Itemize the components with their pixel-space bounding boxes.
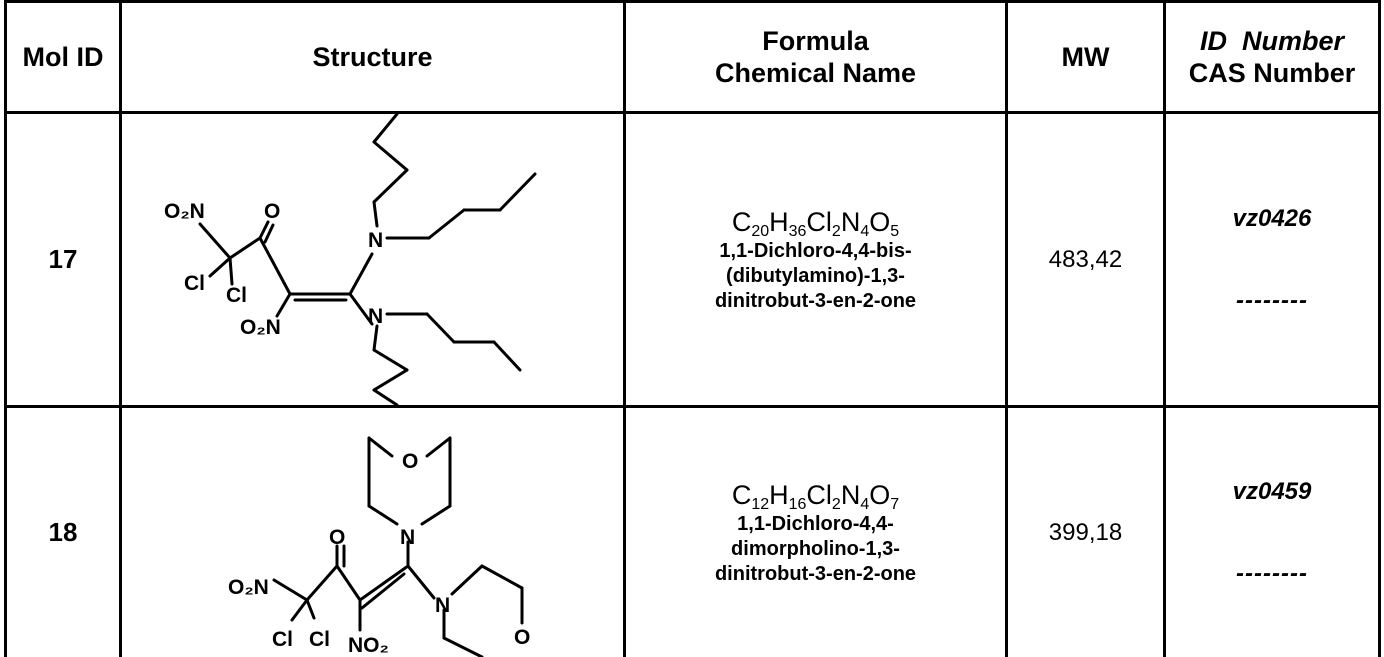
svg-text:O: O: [329, 526, 345, 549]
col-divider-2: [623, 0, 626, 657]
row-18-structure: O N O O₂N Cl Cl NO₂ N O: [228, 436, 530, 657]
row-18-id-number: vz0459: [1232, 477, 1312, 505]
col-divider-4: [1163, 0, 1166, 657]
svg-text:O: O: [514, 626, 530, 649]
svg-text:O₂N: O₂N: [240, 316, 281, 339]
row-18-cas-number: --------: [1236, 559, 1308, 587]
row-17-bottom-border: [4, 405, 1381, 408]
header-mol-id: Mol ID: [22, 42, 104, 72]
col-divider-1: [119, 0, 122, 657]
svg-text:Cl: Cl: [272, 628, 293, 651]
svg-text:NO₂: NO₂: [348, 634, 389, 657]
row-17-chemical-name: 1,1-Dichloro-4,4-bis- (dibutylamino)-1,3…: [714, 240, 917, 312]
row-17-formula-cell: C20H36Cl2N4O5 1,1-Dichloro-4,4-bis- (dib…: [626, 114, 1005, 405]
row-17-structure: O₂N O Cl Cl O₂N N N: [164, 114, 537, 405]
header-row-bottom-border: [4, 111, 1381, 114]
svg-text:Cl: Cl: [184, 272, 205, 295]
row-18-mol-id: 18: [48, 517, 78, 547]
svg-text:N: N: [400, 526, 415, 549]
row-18-id-cell: vz0459 --------: [1166, 408, 1378, 657]
row-18-chemical-name: 1,1-Dichloro-4,4- dimorpholino-1,3- dini…: [714, 513, 917, 585]
svg-text:Cl: Cl: [226, 284, 247, 307]
svg-text:O: O: [402, 450, 418, 473]
row-17-id-number: vz0426: [1232, 204, 1312, 232]
svg-text:O₂N: O₂N: [228, 576, 269, 599]
row-18-formula: C12H16Cl2N4O7: [731, 480, 900, 513]
svg-text:N: N: [435, 594, 450, 617]
row-17-cas-number: --------: [1236, 286, 1308, 314]
header-mw: MW: [1061, 42, 1110, 72]
row-18-formula-cell: C12H16Cl2N4O7 1,1-Dichloro-4,4- dimorpho…: [626, 408, 1005, 657]
header-structure: Structure: [312, 42, 433, 72]
svg-text:O₂N: O₂N: [164, 200, 205, 223]
header-id-number: ID Number CAS Number: [1188, 26, 1356, 88]
row-17-formula: C20H36Cl2N4O5: [731, 207, 900, 240]
svg-text:N: N: [368, 229, 383, 252]
svg-text:O: O: [264, 200, 280, 223]
col-divider-3: [1005, 0, 1008, 657]
table-top-border: [4, 0, 1381, 3]
header-formula: Formula Chemical Name: [714, 26, 917, 88]
table-left-border: [4, 0, 7, 657]
table-right-border: [1378, 0, 1381, 657]
row-17-id-cell: vz0426 --------: [1166, 114, 1378, 405]
svg-text:N: N: [368, 305, 383, 328]
row-18-mw: 399,18: [1048, 518, 1123, 546]
row-17-mol-id: 17: [48, 244, 78, 274]
svg-text:Cl: Cl: [309, 628, 330, 651]
row-17-mw: 483,42: [1048, 245, 1123, 273]
